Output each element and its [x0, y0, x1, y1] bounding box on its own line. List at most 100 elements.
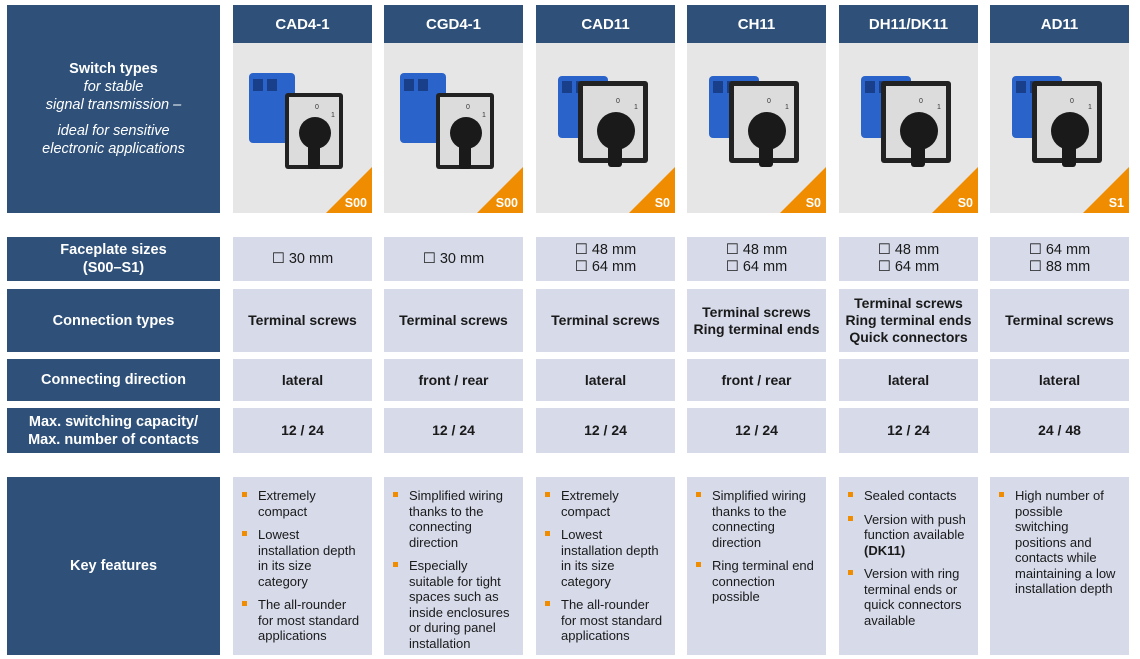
size-corner-badge [477, 167, 523, 213]
connection-types-cell: Terminal screws [536, 289, 675, 352]
connecting-direction-label: Connecting direction [7, 359, 220, 401]
svg-text:0: 0 [616, 98, 620, 105]
capacity-label: Max. switching capacity/ Max. number of … [7, 408, 220, 453]
feature-item: The all-rounder for most standard applic… [241, 597, 362, 644]
faceplate-size: ☐ 64 mm [877, 259, 940, 275]
faceplate-size: ☐ 64 mm [1028, 242, 1091, 258]
svg-text:1: 1 [1088, 104, 1092, 111]
feature-item: Extremely compact [544, 488, 665, 519]
connection-types-cell: Terminal screws [384, 289, 523, 352]
connecting-direction-cell: lateral [233, 359, 372, 401]
svg-text:1: 1 [482, 112, 486, 119]
capacity-cell: 12 / 24 [536, 408, 675, 453]
capacity-cell: 12 / 24 [839, 408, 978, 453]
connecting-direction: lateral [584, 371, 627, 388]
feature-item: Extremely compact [241, 488, 362, 519]
connection-types-cell: Terminal screws [990, 289, 1129, 352]
product-name: CH11 [687, 5, 826, 43]
rotary-switch-image: 0 1 [400, 73, 494, 169]
rotary-switch-image: 0 1 [861, 76, 951, 167]
feature-highlight: (DK11) [864, 542, 906, 558]
rotary-switch-image: 0 1 [709, 76, 799, 167]
size-corner-badge [326, 167, 372, 213]
capacity-cell: 12 / 24 [687, 408, 826, 453]
size-class-label: S1 [1108, 196, 1124, 210]
switch-types-subtitle: for stable [83, 79, 144, 95]
faceplate-sizes-cell: ☐ 64 mm☐ 88 mm [990, 237, 1129, 281]
feature-item: Simplified wiring thanks to the connecti… [392, 488, 513, 550]
faceplate-sizes-cell: ☐ 30 mm [384, 237, 523, 281]
size-class-label: S0 [654, 196, 670, 210]
switch-types-subtitle: signal transmission – [45, 97, 182, 113]
connecting-direction-cell: lateral [990, 359, 1129, 401]
feature-item: Version with ring terminal ends or quick… [847, 566, 968, 628]
key-features-cell: Simplified wiring thanks to the connecti… [687, 477, 826, 655]
svg-text:0: 0 [919, 98, 923, 105]
capacity-value: 12 / 24 [281, 422, 324, 438]
capacity-value: 12 / 24 [432, 422, 475, 438]
product-name: AD11 [990, 5, 1129, 43]
capacity-title: Max. number of contacts [28, 431, 199, 448]
switch-types-subtitle: ideal for sensitive [57, 123, 170, 139]
faceplate-size: ☐ 30 mm [422, 250, 485, 267]
faceplate-label: Faceplate sizes (S00–S1) [7, 237, 220, 281]
connecting-direction: lateral [281, 371, 324, 388]
faceplate-title: Faceplate sizes [60, 242, 167, 258]
faceplate-size: ☐ 48 mm [877, 242, 940, 258]
faceplate-sizes-cell: ☐ 30 mm [233, 237, 372, 281]
feature-item: Lowest installation depth in its size ca… [544, 527, 665, 589]
faceplate-size: ☐ 64 mm [574, 259, 637, 275]
faceplate-sizes-cell: ☐ 48 mm☐ 64 mm [839, 237, 978, 281]
connecting-direction-cell: lateral [536, 359, 675, 401]
connection-type: Terminal screws [702, 303, 811, 320]
svg-text:1: 1 [634, 104, 638, 111]
faceplate-subtitle: (S00–S1) [82, 260, 145, 276]
svg-text:1: 1 [937, 104, 941, 111]
faceplate-sizes-cell: ☐ 48 mm☐ 64 mm [536, 237, 675, 281]
feature-item: High number of possible switching positi… [998, 488, 1119, 597]
key-features-cell: Simplified wiring thanks to the connecti… [384, 477, 523, 655]
svg-text:1: 1 [331, 112, 335, 119]
connection-type: Terminal screws [854, 295, 963, 311]
feature-item: The all-rounder for most standard applic… [544, 597, 665, 644]
rotary-switch-image: 0 1 [1012, 76, 1102, 167]
capacity-cell: 12 / 24 [233, 408, 372, 453]
capacity-value: 24 / 48 [1038, 422, 1081, 438]
connecting-direction-cell: front / rear [384, 359, 523, 401]
capacity-title: Max. switching capacity/ [28, 413, 199, 430]
key-features-cell: High number of possible switching positi… [990, 477, 1129, 655]
key-features-label: Key features [7, 477, 220, 655]
size-class-label: S0 [805, 196, 821, 210]
svg-text:0: 0 [1070, 98, 1074, 105]
capacity-value: 12 / 24 [584, 422, 627, 438]
connection-type: Terminal screws [248, 312, 357, 328]
feature-item: Ring terminal end connection possible [695, 558, 816, 605]
connection-type: Quick connectors [849, 329, 968, 345]
feature-item: Version with push function available (DK… [847, 512, 968, 559]
connection-type: Ring terminal ends [693, 320, 820, 337]
svg-text:1: 1 [785, 104, 789, 111]
capacity-cell: 12 / 24 [384, 408, 523, 453]
connecting-direction: front / rear [721, 371, 792, 388]
product-name: CAD4-1 [233, 5, 372, 43]
switch-types-label: Switch types for stable signal transmiss… [7, 5, 220, 213]
connection-types-label: Connection types [7, 289, 220, 352]
faceplate-size: ☐ 30 mm [271, 250, 334, 267]
size-class-label: S0 [957, 196, 973, 210]
size-corner-badge [629, 167, 675, 213]
product-name: CGD4-1 [384, 5, 523, 43]
feature-item: Lowest installation depth in its size ca… [241, 527, 362, 589]
rotary-switch-image: 0 1 [558, 76, 648, 167]
